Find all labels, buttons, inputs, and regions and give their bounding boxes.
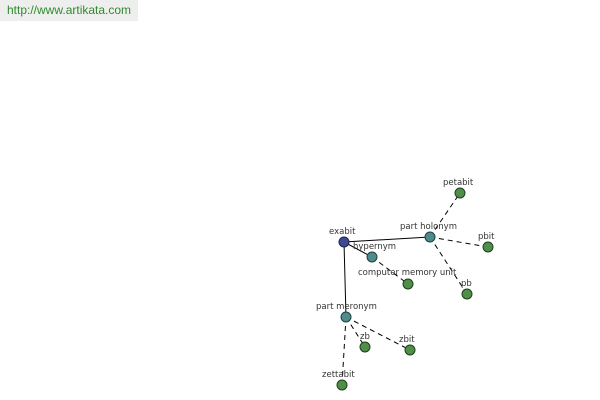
label-hypernym: hypernym bbox=[353, 242, 396, 252]
edge-part-holonym-pbit bbox=[429, 236, 489, 248]
edge-part-meronym-zbit bbox=[345, 316, 411, 351]
label-petabit: petabit bbox=[443, 178, 474, 188]
edge-part-meronym-zettabit bbox=[341, 316, 347, 386]
label-zb: zb bbox=[360, 332, 370, 342]
node-hypernym[interactable] bbox=[366, 251, 378, 263]
edge-part-meronym-zb bbox=[345, 316, 366, 348]
node-zb[interactable] bbox=[359, 341, 371, 353]
node-exabit[interactable] bbox=[338, 236, 350, 248]
edge-part-holonym-pb bbox=[429, 236, 468, 295]
label-zettabit: zettabit bbox=[322, 370, 355, 380]
label-part-holonym: part holonym bbox=[400, 222, 457, 232]
label-zbit: zbit bbox=[399, 335, 415, 345]
label-pb: pb bbox=[461, 279, 472, 289]
edge-exabit-part-holonym bbox=[343, 236, 431, 243]
node-part-holonym[interactable] bbox=[424, 231, 436, 243]
label-part-meronym: part meronym bbox=[316, 302, 377, 312]
node-zbit[interactable] bbox=[404, 344, 416, 356]
node-petabit[interactable] bbox=[454, 187, 466, 199]
site-url-link[interactable]: http://www.artikata.com bbox=[0, 0, 138, 21]
edge-exabit-part-meronym bbox=[343, 241, 347, 318]
node-zettabit[interactable] bbox=[336, 379, 348, 391]
label-exabit: exabit bbox=[329, 227, 356, 237]
node-pbit[interactable] bbox=[482, 241, 494, 253]
edge-hypernym-computer-memory-unit bbox=[371, 256, 409, 285]
node-part-meronym[interactable] bbox=[340, 311, 352, 323]
label-pbit: pbit bbox=[478, 232, 495, 242]
node-computer-memory-unit[interactable] bbox=[402, 278, 414, 290]
node-pb[interactable] bbox=[461, 288, 473, 300]
label-computer-memory-unit: computer memory unit bbox=[358, 268, 457, 278]
